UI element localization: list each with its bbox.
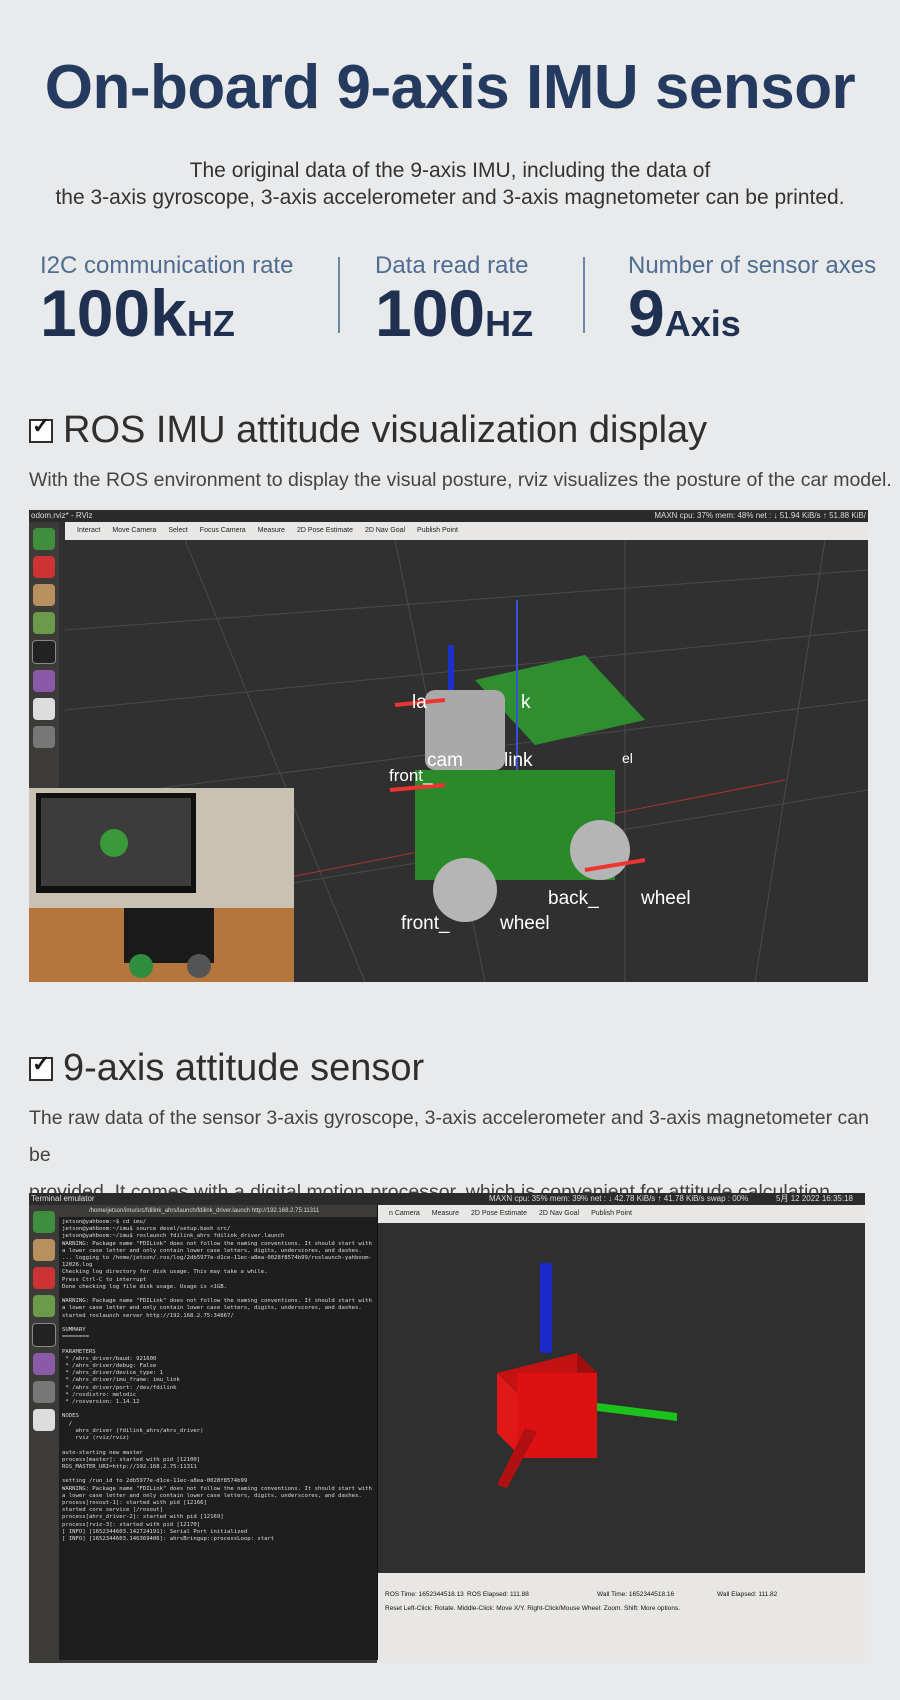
terminal-rviz-screenshot: Terminal emulator MAXN cpu: 35% mem: 39%… xyxy=(29,1193,865,1663)
ros-elapsed-label: ROS Elapsed: xyxy=(467,1591,509,1598)
text-editor-icon[interactable] xyxy=(33,1409,55,1431)
frame-label: la xyxy=(412,692,427,713)
terminal-icon[interactable] xyxy=(32,640,56,664)
3d-viewport[interactable] xyxy=(377,1223,865,1573)
window-title: odom.rviz* - RViz xyxy=(31,511,93,520)
frame-label: wheel xyxy=(641,888,691,909)
terminal-window[interactable]: /home/jetson/imu/src/fdilink_ahrs/launch… xyxy=(59,1205,378,1660)
tool-interact[interactable]: Interact xyxy=(77,527,101,534)
stat-sensor-axes: Number of sensor axes 9Axis xyxy=(628,252,876,346)
window-title: Terminal emulator xyxy=(31,1194,95,1203)
stat-label: Data read rate xyxy=(375,252,529,279)
system-status: MAXN cpu: 35% mem: 39% net : ↓ 42.78 KiB… xyxy=(489,1194,749,1203)
robot-model xyxy=(389,600,646,922)
home-icon[interactable] xyxy=(33,1211,55,1233)
tool-select[interactable]: Select xyxy=(168,527,188,534)
stat-unit: HZ xyxy=(485,303,534,344)
settings-icon[interactable] xyxy=(33,556,55,578)
frame-label: front_ xyxy=(389,766,433,785)
subtitle-line-2: the 3-axis gyroscope, 3-axis acceleromet… xyxy=(55,186,845,209)
tool-2d-pose[interactable]: 2D Pose Estimate xyxy=(470,1210,527,1217)
page-title: On-board 9-axis IMU sensor xyxy=(44,53,856,122)
frame-label: k xyxy=(521,692,531,713)
section-heading: ✓ 9-axis attitude sensor xyxy=(29,1047,424,1090)
settings-icon[interactable] xyxy=(33,1267,55,1289)
system-status: MAXN cpu: 37% mem: 48% net : ↓ 51.94 KiB… xyxy=(654,511,866,520)
frame-label: front_ xyxy=(401,913,450,934)
rviz-icon[interactable] xyxy=(33,1381,55,1403)
3d-viewport[interactable] xyxy=(65,540,868,982)
frame-label: cam xyxy=(427,750,463,771)
tool-measure[interactable]: Measure xyxy=(431,1210,459,1217)
section-title: 9-axis attitude sensor xyxy=(63,1047,425,1089)
stat-unit: Axis xyxy=(664,303,741,344)
image-viewer-icon[interactable] xyxy=(33,670,55,692)
browser-icon[interactable] xyxy=(33,612,55,634)
stat-i2c-rate: I2C communication rate 100kHZ xyxy=(40,252,293,346)
wall-elapsed-label: Wall Elapsed: xyxy=(717,1591,757,1598)
checkbox-icon: ✓ xyxy=(29,1051,53,1081)
checkbox-icon: ✓ xyxy=(29,413,53,443)
rviz-toolbar: n Camera Measure 2D Pose Estimate 2D Nav… xyxy=(377,1205,865,1223)
text-editor-icon[interactable] xyxy=(33,698,55,720)
tool-2d-nav-goal[interactable]: 2D Nav Goal xyxy=(539,1210,580,1217)
frame-label: el xyxy=(622,750,633,766)
frame-label: back_ xyxy=(548,888,599,909)
robot-photo-inset xyxy=(29,788,294,982)
ros-time-value: 1652344518.13 xyxy=(418,1591,464,1598)
app-launcher xyxy=(29,1205,59,1663)
stat-read-rate: Data read rate 100HZ xyxy=(375,252,533,346)
stat-divider xyxy=(338,257,340,333)
wall-time-label: Wall Time: xyxy=(597,1591,628,1598)
tool-move-camera[interactable]: n Camera xyxy=(389,1210,420,1217)
terminal-icon[interactable] xyxy=(32,1323,56,1347)
tool-publish-point[interactable]: Publish Point xyxy=(591,1210,632,1217)
stat-value: 100k xyxy=(40,276,187,350)
window-titlebar: Terminal emulator MAXN cpu: 35% mem: 39%… xyxy=(29,1193,865,1205)
rviz-icon[interactable] xyxy=(33,726,55,748)
window-titlebar: odom.rviz* - RViz MAXN cpu: 37% mem: 48%… xyxy=(29,510,868,522)
time-panel: ROS Time: 1652344518.13 ROS Elapsed: 111… xyxy=(377,1573,865,1663)
rviz-window: n Camera Measure 2D Pose Estimate 2D Nav… xyxy=(377,1205,865,1663)
tool-move-camera[interactable]: Move Camera xyxy=(112,527,157,534)
frame-label: wheel xyxy=(500,913,550,934)
stat-unit: HZ xyxy=(186,303,235,344)
tool-2d-pose[interactable]: 2D Pose Estimate xyxy=(296,527,353,534)
subtitle-line-1: The original data of the 9-axis IMU, inc… xyxy=(189,159,711,182)
description-line-1: The raw data of the sensor 3-axis gyrosc… xyxy=(29,1107,869,1166)
ros-elapsed-value: 111.88 xyxy=(510,1591,529,1598)
tool-publish-point[interactable]: Publish Point xyxy=(417,527,458,534)
files-icon[interactable] xyxy=(33,1239,55,1261)
clock: 5月 12 2022 16:35:18 xyxy=(776,1194,853,1203)
wall-time-value: 1652344518.16 xyxy=(628,1591,675,1598)
terminal-path: /home/jetson/imu/src/fdilink_ahrs/launch… xyxy=(59,1205,377,1217)
stat-label: I2C communication rate xyxy=(40,252,294,279)
section-description: With the ROS environment to display the … xyxy=(29,469,892,491)
tool-2d-nav-goal[interactable]: 2D Nav Goal xyxy=(364,527,406,534)
section-heading: ✓ ROS IMU attitude visualization display xyxy=(29,409,707,452)
frame-label: link xyxy=(504,750,533,771)
wall-elapsed-value: 111.82 xyxy=(758,1591,778,1598)
imu-cube xyxy=(497,1263,677,1488)
ros-time-label: ROS Time: xyxy=(385,1591,417,1598)
files-icon[interactable] xyxy=(33,584,55,606)
rviz-toolbar: Interact Move Camera Select Focus Camera… xyxy=(65,522,868,540)
home-icon[interactable] xyxy=(33,528,55,550)
terminal-output: jetson@yahboom:~$ cd imu/ jetson@yahboom… xyxy=(62,1219,372,1542)
stat-value: 100 xyxy=(375,276,486,350)
rviz-screenshot: odom.rviz* - RViz MAXN cpu: 37% mem: 48%… xyxy=(29,510,868,982)
section-title: ROS IMU attitude visualization display xyxy=(63,409,708,451)
stat-divider xyxy=(583,257,585,333)
stat-label: Number of sensor axes xyxy=(628,252,877,279)
tool-measure[interactable]: Measure xyxy=(257,527,285,534)
rviz-hint: Reset Left-Click: Rotate. Middle-Click: … xyxy=(385,1605,681,1612)
image-viewer-icon[interactable] xyxy=(33,1353,55,1375)
tool-focus-camera[interactable]: Focus Camera xyxy=(199,527,246,534)
browser-icon[interactable] xyxy=(33,1295,55,1317)
stat-value: 9 xyxy=(628,276,665,350)
